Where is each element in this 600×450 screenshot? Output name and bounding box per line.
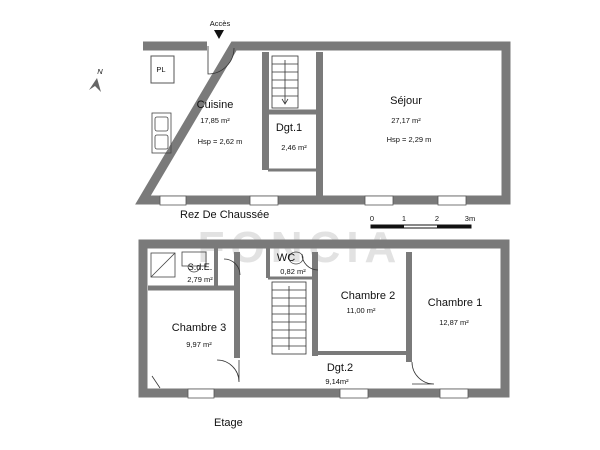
bathroom-area: 2,79 m² <box>187 275 213 284</box>
living-height: Hsp = 2,29 m <box>386 135 432 144</box>
north-label: N <box>97 67 103 76</box>
kitchen-height: Hsp = 2,62 m <box>197 137 243 146</box>
ground-floor-partition-wall <box>262 52 269 170</box>
bedroom2-wall <box>312 252 318 356</box>
wc-area: 0,82 m² <box>280 267 306 276</box>
hall2-name: Dgt.2 <box>326 362 354 374</box>
bedroom2-area: 11,00 m² <box>346 306 376 315</box>
bathroom-name: S.d.E. <box>187 262 213 272</box>
bedroom3-area: 9,97 m² <box>186 340 212 349</box>
kitchen-area: 17,85 m² <box>200 116 230 125</box>
wc-name: WC <box>276 252 296 264</box>
ground-floor-partition-wall <box>316 52 323 196</box>
north-arrow-icon <box>89 78 101 92</box>
upper-floor-windows <box>187 388 469 399</box>
bedroom3-wall <box>234 252 240 358</box>
kitchen-sink <box>151 112 172 154</box>
kitchen-name: Cuisine <box>196 99 234 111</box>
ground-floor-outer-wall <box>135 41 511 205</box>
ground-floor-staircase <box>271 55 299 109</box>
entry-door <box>207 46 235 75</box>
hall1-name: Dgt.1 <box>275 122 303 134</box>
scale-tick-1: 1 <box>401 214 407 223</box>
upper-floor-plan <box>138 239 510 399</box>
upper-floor-staircase <box>271 281 307 355</box>
upper-floor-outer-wall <box>138 239 510 398</box>
shower-tray <box>150 252 176 278</box>
bedroom1-area: 12,87 m² <box>439 318 469 327</box>
pl-label: PL <box>156 65 166 74</box>
living-area: 27,17 m² <box>391 116 421 125</box>
wc-toilet <box>288 251 304 265</box>
access-label: Accès <box>209 19 231 28</box>
bedroom2-name: Chambre 2 <box>340 290 396 302</box>
bedroom1-name: Chambre 1 <box>427 297 483 309</box>
upper-floor-title: Etage <box>214 417 243 429</box>
ground-floor-plan <box>89 30 511 206</box>
scale-tick-2: 2 <box>434 214 440 223</box>
access-arrow-icon <box>214 30 224 39</box>
bedroom3-name: Chambre 3 <box>171 322 227 334</box>
ground-floor-windows <box>159 195 467 206</box>
living-name: Séjour <box>390 95 422 107</box>
washbasin <box>181 251 207 273</box>
upper-floor-doors <box>151 253 435 389</box>
scale-tick-3: 3m <box>464 214 476 223</box>
hall1-area: 2,46 m² <box>281 143 307 152</box>
ground-floor-title: Rez De Chaussée <box>180 209 270 221</box>
scale-tick-0: 0 <box>369 214 375 223</box>
hall2-area: 9,14m² <box>325 377 349 386</box>
bedroom1-wall <box>406 252 412 362</box>
pl-cupboard <box>150 55 175 84</box>
scale-bar <box>370 224 472 229</box>
